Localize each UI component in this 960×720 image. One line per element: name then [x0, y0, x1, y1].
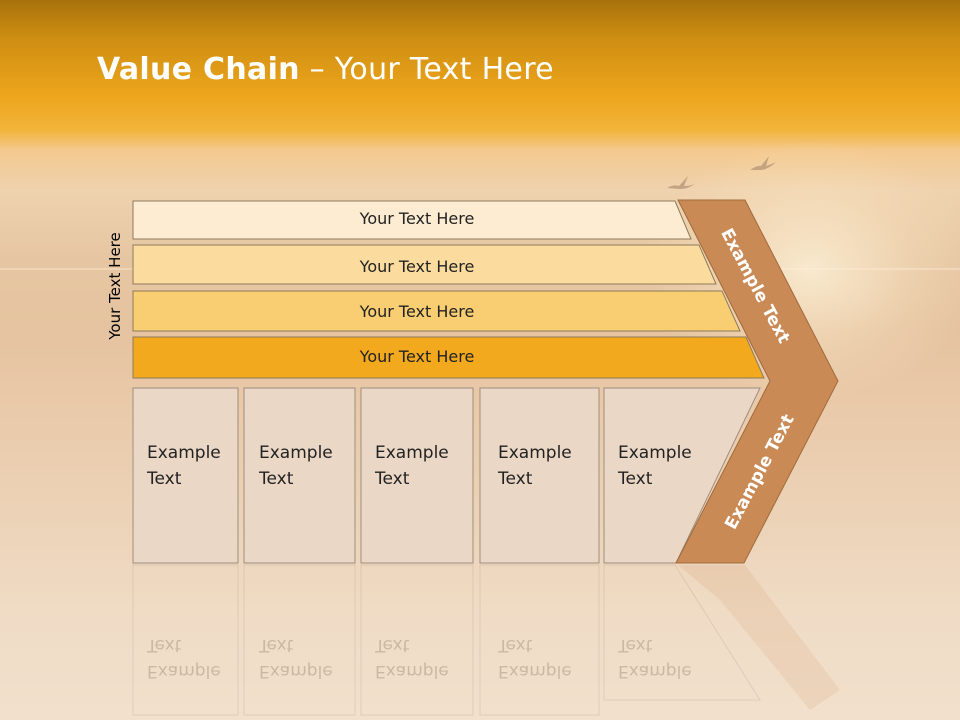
box-label-1: Example Text	[147, 440, 221, 492]
box-label-4: Example Text	[498, 440, 572, 492]
reflection-line1: Example	[498, 661, 572, 681]
box-label-line1: Example	[498, 443, 572, 463]
box-label-5: Example Text	[618, 440, 692, 492]
chevron-arrow	[675, 199, 839, 564]
reflection-line2: Text	[147, 635, 182, 655]
box-label-line2: Text	[375, 469, 410, 489]
box-label-line2: Text	[259, 469, 294, 489]
reflection-line2: Text	[498, 635, 533, 655]
bar-label-3: Your Text Here	[359, 302, 475, 321]
title-rest: – Your Text Here	[299, 52, 554, 87]
slide-title: Value Chain – Your Text Here	[97, 52, 554, 96]
reflection-group	[132, 564, 840, 716]
bar-label-2: Your Text Here	[359, 257, 475, 276]
reflection-line2: Text	[618, 635, 653, 655]
box-reflection-label: Example Text	[498, 632, 572, 684]
box-reflection	[132, 564, 239, 716]
box-label-3: Example Text	[375, 440, 449, 492]
box-label-line2: Text	[147, 469, 182, 489]
box-reflection-label: Example Text	[375, 632, 449, 684]
reflection-line1: Example	[375, 661, 449, 681]
box-label-line2: Text	[498, 469, 533, 489]
reflection-line1: Example	[259, 661, 333, 681]
bar-3	[132, 290, 741, 332]
box-3	[360, 387, 474, 564]
box-label-line2: Text	[618, 469, 653, 489]
box-reflection	[360, 564, 474, 716]
reflection-line1: Example	[618, 661, 692, 681]
bar-2	[132, 244, 717, 285]
box-reflection	[243, 564, 356, 716]
box-reflection-label: Example Text	[259, 632, 333, 684]
box-4	[479, 387, 600, 564]
bar-1	[132, 200, 692, 240]
reflection-line2: Text	[375, 635, 410, 655]
reflection-line1: Example	[147, 661, 221, 681]
reflection-line2: Text	[259, 635, 294, 655]
box-reflection-label: Example Text	[618, 632, 692, 684]
box-reflection	[479, 564, 600, 716]
box-2	[243, 387, 356, 564]
arrow-reflection	[678, 565, 840, 710]
box-label-line1: Example	[259, 443, 333, 463]
box-label-2: Example Text	[259, 440, 333, 492]
bird-icon	[667, 176, 695, 189]
box-label-line1: Example	[375, 443, 449, 463]
bar-label-1: Your Text Here	[359, 209, 475, 228]
box-label-line1: Example	[618, 443, 692, 463]
box-reflection	[603, 564, 761, 701]
title-bold: Value Chain	[97, 52, 300, 87]
box-label-line1: Example	[147, 443, 221, 463]
bird-icon	[750, 156, 776, 170]
bar-4	[132, 336, 765, 379]
box-1	[132, 387, 239, 564]
box-reflection-label: Example Text	[147, 632, 221, 684]
bar-label-4: Your Text Here	[359, 347, 475, 366]
